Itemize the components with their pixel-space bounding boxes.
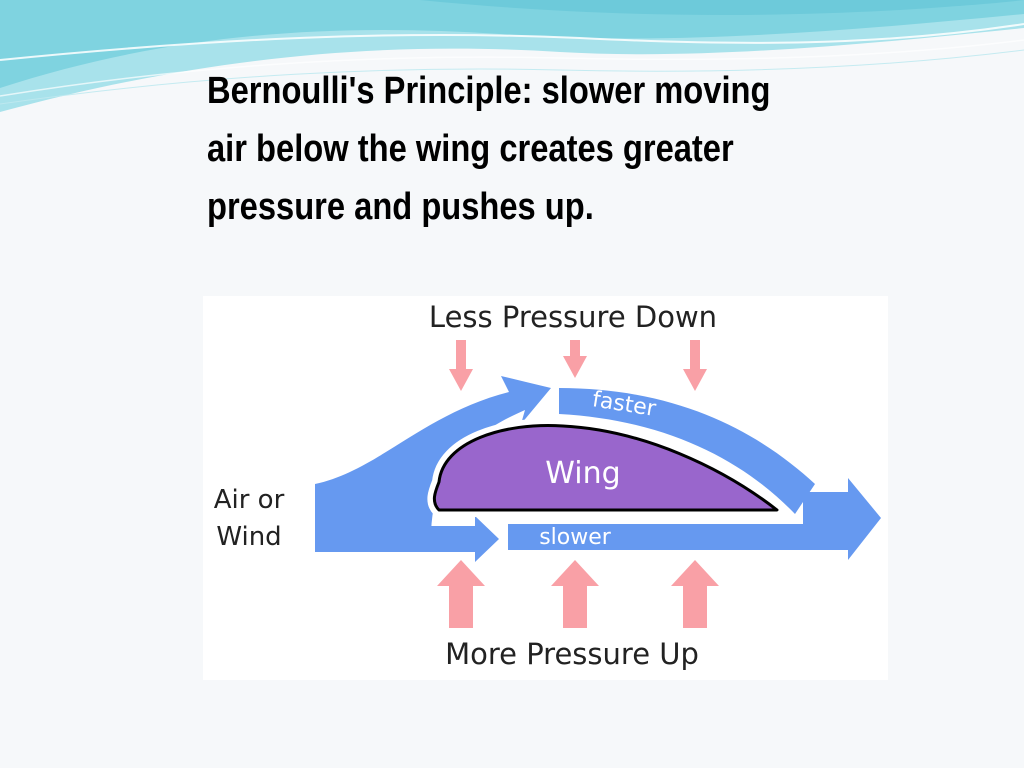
less-pressure-arrows — [449, 340, 707, 391]
title-line-3: pressure and pushes up. — [207, 186, 594, 228]
bernoulli-wing-diagram: Less Pressure Down faster Wing slower Ai… — [203, 296, 888, 680]
wing-airfoil — [432, 424, 779, 512]
down-arrow-right — [683, 340, 707, 391]
title-line-1: Bernoulli's Principle: slower moving — [207, 70, 771, 112]
decorative-header-waves — [0, 0, 1024, 112]
slower-label: slower — [539, 525, 612, 550]
slide-title: Bernoulli's Principle: slower moving air… — [207, 62, 792, 236]
title-line-2: air below the wing creates greater — [207, 128, 734, 170]
exit-flow-arrow — [803, 478, 881, 560]
up-arrow-middle — [551, 560, 599, 628]
more-pressure-arrows — [437, 560, 719, 628]
air-label-line-1: Air or — [214, 485, 285, 515]
up-arrow-right — [671, 560, 719, 628]
wing-label: Wing — [545, 456, 620, 491]
upper-flow-arrow — [315, 376, 551, 546]
faster-flow-band — [559, 388, 815, 514]
less-pressure-label: Less Pressure Down — [429, 300, 717, 334]
down-arrow-left — [449, 340, 473, 391]
down-arrow-middle — [563, 340, 587, 378]
more-pressure-label: More Pressure Up — [445, 637, 699, 671]
up-arrow-left — [437, 560, 485, 628]
air-label-line-2: Wind — [216, 522, 281, 552]
slower-flow-band — [508, 524, 848, 550]
lower-flow-arrow — [315, 516, 499, 562]
